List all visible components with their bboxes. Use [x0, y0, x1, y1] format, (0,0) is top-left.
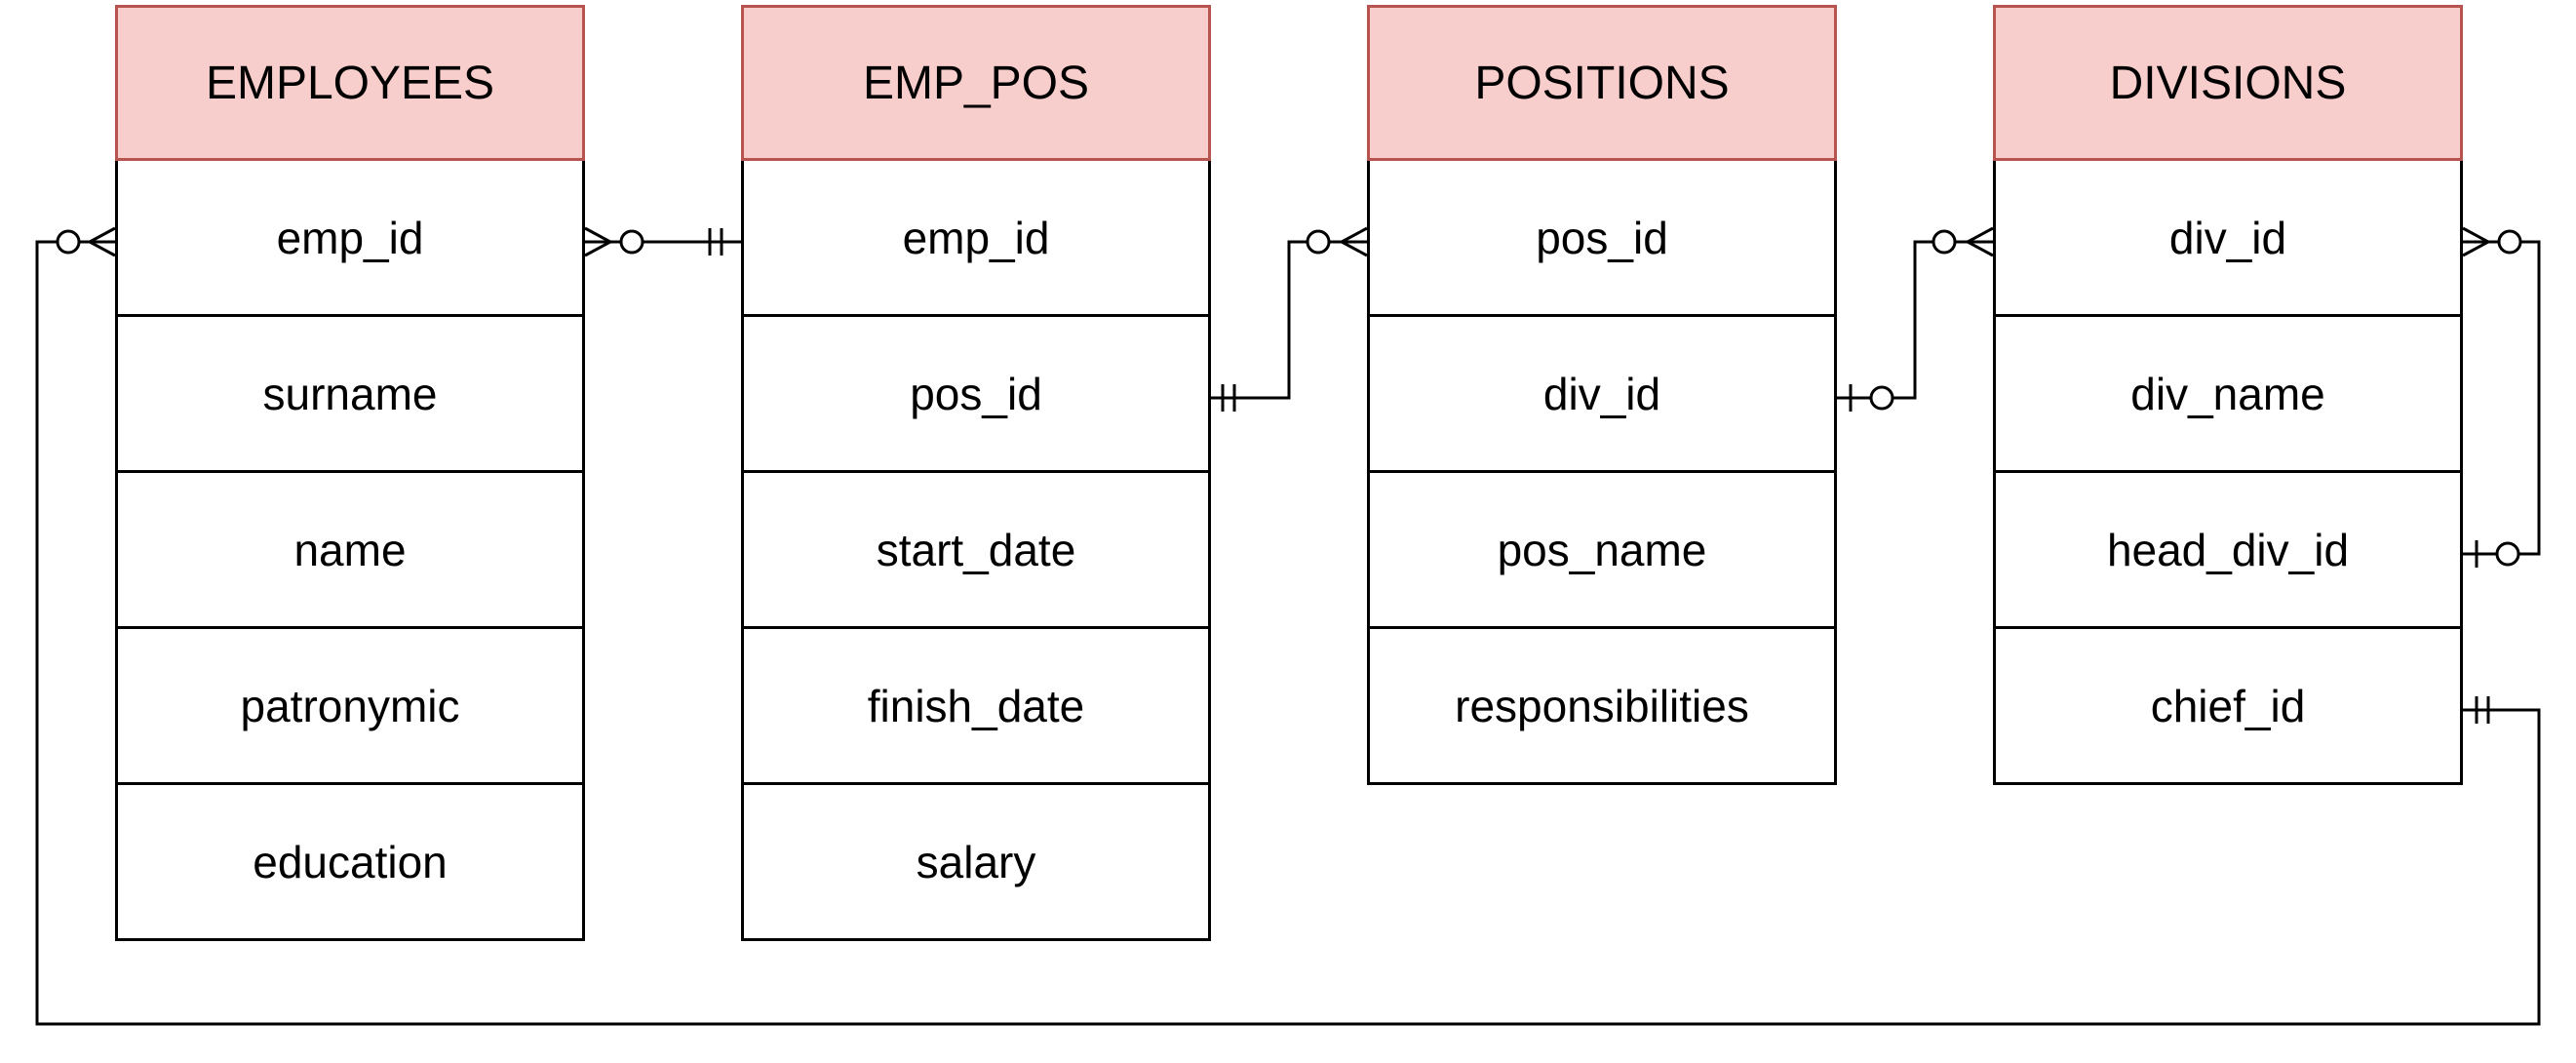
- table-title: DIVISIONS: [1993, 5, 2463, 161]
- relationship-divisions-self[interactable]: [2462, 226, 2541, 568]
- field-chief-id[interactable]: chief_id: [1993, 629, 2463, 785]
- relationship-employees-emp-pos[interactable]: [584, 226, 741, 257]
- field-emp-id[interactable]: emp_id: [741, 161, 1211, 317]
- field-name[interactable]: name: [115, 473, 585, 629]
- table-employees[interactable]: EMPLOYEES emp_id surname name patronymic…: [115, 5, 585, 941]
- field-head-div-id[interactable]: head_div_id: [1993, 473, 2463, 629]
- relationship-divisions-employees[interactable]: [35, 226, 2541, 1026]
- field-start-date[interactable]: start_date: [741, 473, 1211, 629]
- table-title: POSITIONS: [1367, 5, 1837, 161]
- field-div-id[interactable]: div_id: [1367, 317, 1837, 473]
- field-responsibilities[interactable]: responsibilities: [1367, 629, 1837, 785]
- field-div-name[interactable]: div_name: [1993, 317, 2463, 473]
- field-pos-id[interactable]: pos_id: [1367, 161, 1837, 317]
- table-positions[interactable]: POSITIONS pos_id div_id pos_name respons…: [1367, 5, 1837, 785]
- field-div-id[interactable]: div_id: [1993, 161, 2463, 317]
- table-title: EMP_POS: [741, 5, 1211, 161]
- field-patronymic[interactable]: patronymic: [115, 629, 585, 785]
- field-finish-date[interactable]: finish_date: [741, 629, 1211, 785]
- relationship-emp-pos-positions[interactable]: [1211, 226, 1368, 412]
- table-divisions[interactable]: DIVISIONS div_id div_name head_div_id ch…: [1993, 5, 2463, 785]
- field-salary[interactable]: salary: [741, 785, 1211, 941]
- field-emp-id[interactable]: emp_id: [115, 161, 585, 317]
- field-surname[interactable]: surname: [115, 317, 585, 473]
- table-title: EMPLOYEES: [115, 5, 585, 161]
- field-education[interactable]: education: [115, 785, 585, 941]
- relationship-positions-divisions[interactable]: [1837, 226, 1994, 412]
- field-pos-id[interactable]: pos_id: [741, 317, 1211, 473]
- table-emp-pos[interactable]: EMP_POS emp_id pos_id start_date finish_…: [741, 5, 1211, 941]
- field-pos-name[interactable]: pos_name: [1367, 473, 1837, 629]
